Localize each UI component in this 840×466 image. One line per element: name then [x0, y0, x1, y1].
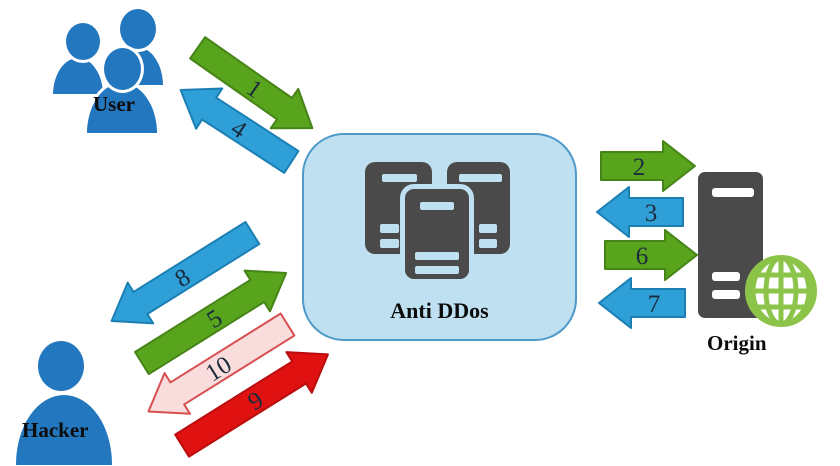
globe-grid	[748, 258, 814, 324]
arrow-3-label: 3	[645, 200, 658, 227]
server-slot	[420, 202, 454, 210]
arrow-7-label: 7	[648, 291, 661, 318]
arrow-5-shape	[134, 269, 288, 376]
user-node: User	[40, 0, 205, 140]
anti-ddos-box: Anti DDos	[302, 133, 577, 341]
origin-label: Origin	[707, 331, 767, 355]
tower-slot	[712, 290, 740, 299]
arrow-2-shape	[600, 140, 696, 192]
tower-slot	[712, 188, 754, 197]
arrow-8-shape	[110, 220, 261, 325]
arrow-6-shape	[604, 229, 698, 281]
server-icon-front	[400, 184, 474, 284]
arrow-2: 2	[600, 140, 696, 192]
server-slot	[459, 174, 502, 182]
arrow-1-shape	[189, 36, 314, 130]
hacker-head	[35, 338, 87, 394]
person-back-left-head	[63, 20, 103, 63]
hacker-node: Hacker	[10, 330, 120, 466]
arrow-6: 6	[604, 229, 698, 281]
server-slot	[380, 239, 399, 248]
arrow-7-shape	[598, 277, 686, 329]
arrow-6-label: 6	[636, 243, 649, 270]
arrow-5: 5	[134, 269, 288, 376]
person-back-right-head	[117, 6, 159, 52]
person-front-head	[101, 45, 144, 93]
tower-slot	[712, 272, 740, 281]
hacker-label: Hacker	[22, 418, 89, 442]
server-slot	[415, 266, 459, 274]
server-slot	[415, 252, 459, 260]
server-slot	[382, 174, 417, 182]
server-slot	[479, 239, 497, 248]
globe-icon	[745, 255, 817, 327]
arrow-8: 8	[110, 220, 261, 325]
arrow-4: 4	[179, 87, 300, 174]
arrow-9: 9	[174, 351, 329, 458]
arrow-4-shape	[179, 87, 300, 174]
arrow-1: 1	[189, 36, 314, 130]
arrow-3-shape	[596, 186, 684, 238]
arrow-3: 3	[596, 186, 684, 238]
arrow-7: 7	[598, 277, 686, 329]
arrow-10-shape	[147, 312, 296, 415]
user-label: User	[93, 92, 135, 116]
anti-ddos-label: Anti DDos	[390, 298, 489, 323]
arrow-10: 10	[147, 312, 296, 415]
server-slot	[380, 224, 399, 233]
arrow-2-label: 2	[633, 154, 646, 181]
arrow-9-shape	[174, 351, 329, 458]
server-slot	[479, 224, 497, 233]
